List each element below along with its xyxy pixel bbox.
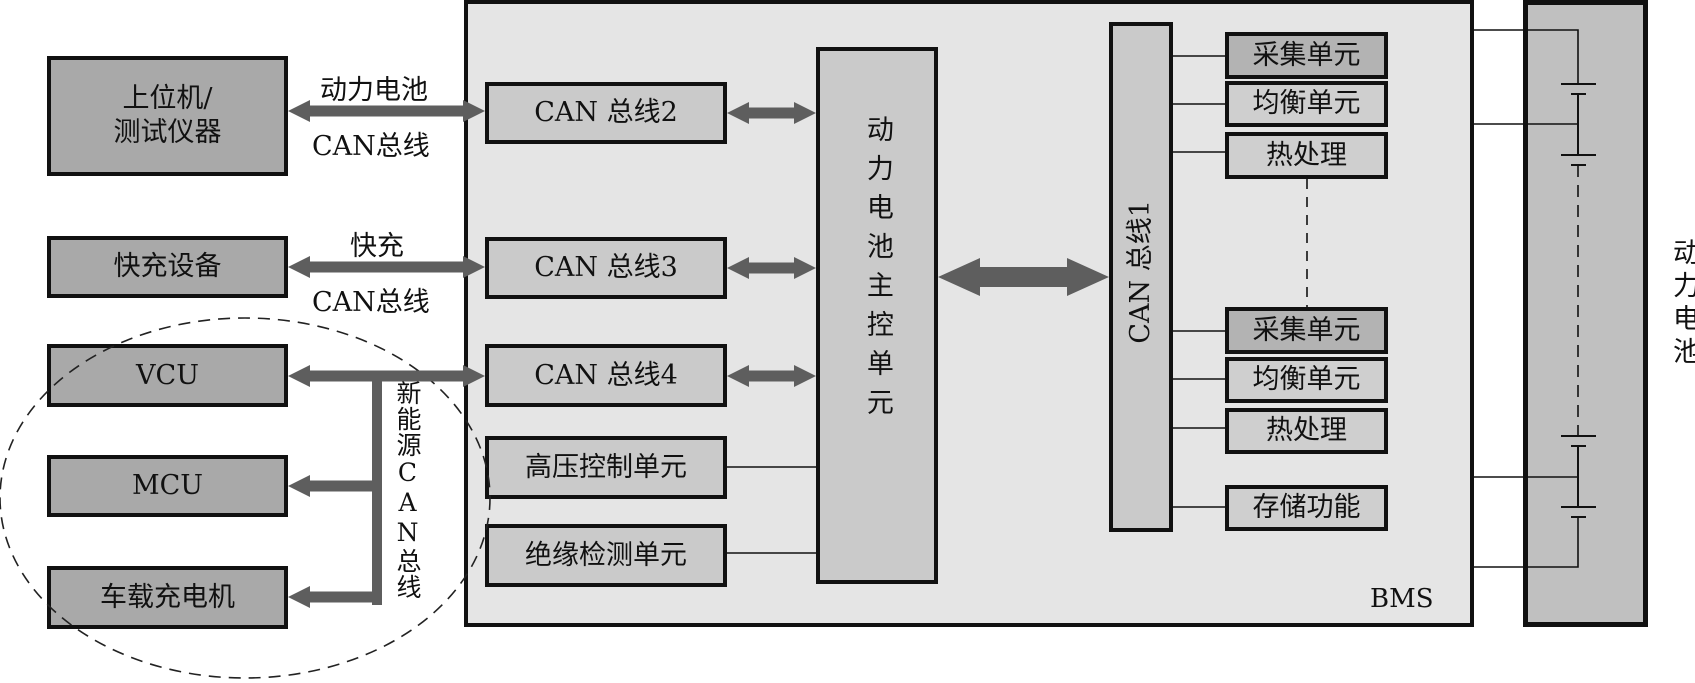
host-line-1: 上位机/: [122, 83, 213, 115]
host-computer-box: 上位机/ 测试仪器: [47, 56, 288, 176]
mcu-box: MCU: [47, 455, 288, 517]
fast-charger-box: 快充设备: [47, 236, 288, 298]
thermal-unit-1: 热处理: [1225, 132, 1388, 179]
main-controller-label: 动力电池主控单元: [861, 114, 893, 427]
acquisition-unit-2: 采集单元: [1225, 307, 1388, 354]
new-energy-can-label: 新能源CAN总线: [393, 380, 422, 600]
can-bus-2-box: CAN 总线2: [485, 82, 727, 144]
balancing-unit-2: 均衡单元: [1225, 357, 1388, 403]
main-can1-arrow: [938, 258, 1109, 296]
new-energy-bus-group-outline: [0, 317, 491, 679]
can1-unit-wires: [1173, 55, 1225, 508]
obc-box: 车载充电机: [47, 566, 288, 629]
battery-cells: [1561, 83, 1596, 518]
fast-charge-can-label-bottom: CAN总线: [312, 287, 430, 318]
vcu-can4-arrow: [288, 365, 485, 387]
power-battery-can-label-bottom: CAN总线: [312, 131, 430, 162]
can-bus-1-bar: CAN 总线1: [1109, 22, 1173, 532]
storage-unit: 存储功能: [1225, 485, 1388, 531]
insulation-detect-unit-box: 绝缘检测单元: [485, 524, 727, 587]
thermal-unit-2: 热处理: [1225, 408, 1388, 454]
can4-main-arrow: [727, 365, 816, 387]
battery-pack: [1523, 0, 1648, 627]
battery-cell-icon: [1561, 435, 1596, 507]
bms-label: BMS: [1370, 584, 1434, 614]
can-bus-4-box: CAN 总线4: [485, 344, 727, 407]
can-bus-3-box: CAN 总线3: [485, 237, 727, 299]
power-battery-can-arrow: [288, 100, 485, 122]
can2-main-arrow: [727, 102, 816, 124]
balancing-unit-1: 均衡单元: [1225, 81, 1388, 127]
fast-charge-can-arrow: [288, 256, 485, 278]
battery-sense-wires: [1474, 29, 1579, 568]
battery-cell-icon: [1561, 506, 1596, 518]
can3-main-arrow: [727, 257, 816, 279]
hv-control-unit-box: 高压控制单元: [485, 436, 727, 499]
battery-cell-icon: [1561, 154, 1596, 166]
main-controller-box: 动力电池主控单元: [816, 47, 938, 584]
power-battery-can-label-top: 动力电池: [320, 75, 428, 106]
battery-label: 动力电池: [1668, 238, 1695, 370]
fast-charge-can-label-top: 快充: [350, 231, 404, 262]
battery-cell-icon: [1561, 83, 1596, 155]
host-line-2: 测试仪器: [113, 117, 222, 148]
acquisition-unit-1: 采集单元: [1225, 32, 1388, 79]
mcu-branch-arrow: [288, 475, 382, 497]
obc-branch-arrow: [288, 586, 382, 608]
vcu-box: VCU: [47, 344, 288, 407]
